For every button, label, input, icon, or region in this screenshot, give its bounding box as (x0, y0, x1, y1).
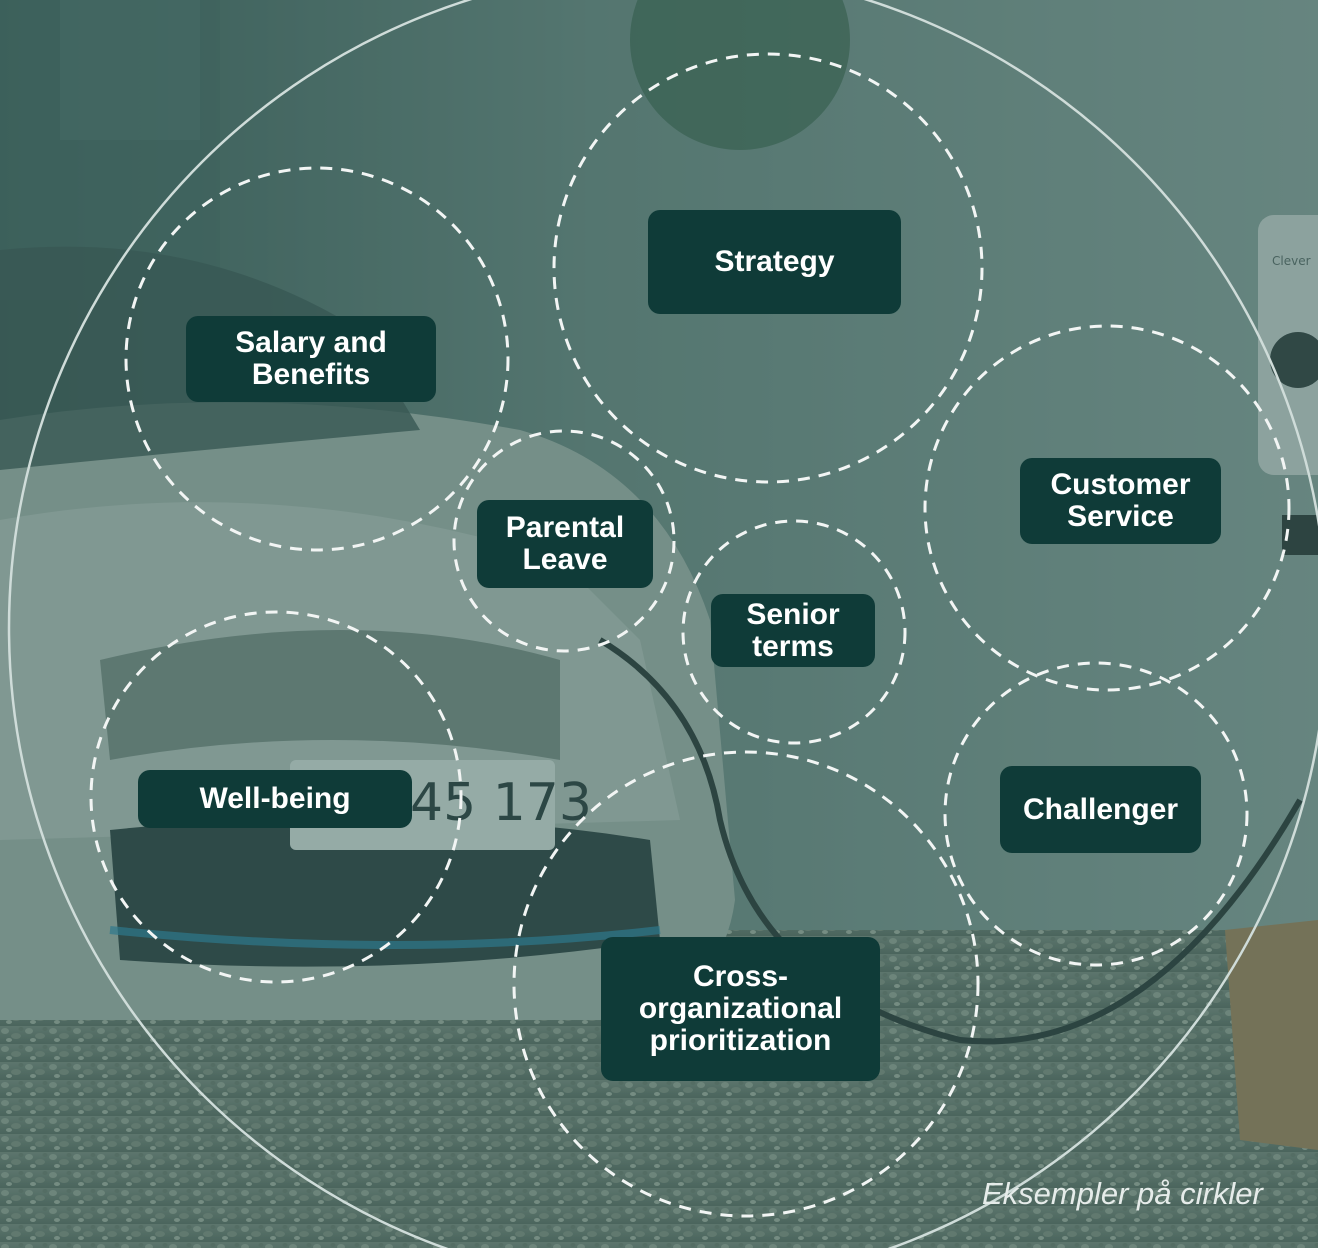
label-salary-and-benefits: Salary and Benefits (186, 316, 436, 402)
label-cross-organizational-prioritization: Cross- organizational prioritization (601, 937, 880, 1081)
label-strategy: Strategy (648, 210, 901, 314)
circle-senior-terms (681, 519, 907, 745)
label-well-being: Well-being (138, 770, 412, 828)
label-parental-leave: Parental Leave (477, 500, 653, 588)
circle-strategy (552, 52, 984, 484)
circle-customer-service (923, 324, 1291, 692)
svg-text:45 173: 45 173 (410, 773, 592, 833)
circle-cross-organizational-prioritization (512, 750, 980, 1218)
label-customer-service: Customer Service (1020, 458, 1221, 544)
label-senior-terms: Senior terms (711, 594, 875, 667)
circle-well-being (89, 610, 463, 984)
label-challenger: Challenger (1000, 766, 1201, 853)
caption: Eksempler på cirkler (982, 1176, 1263, 1211)
outer-circle (7, 0, 1318, 1248)
circle-parental-leave (452, 429, 676, 653)
circle-challenger (943, 661, 1249, 967)
svg-text:Clever: Clever (1272, 254, 1311, 268)
circle-salary-and-benefits (124, 166, 510, 552)
